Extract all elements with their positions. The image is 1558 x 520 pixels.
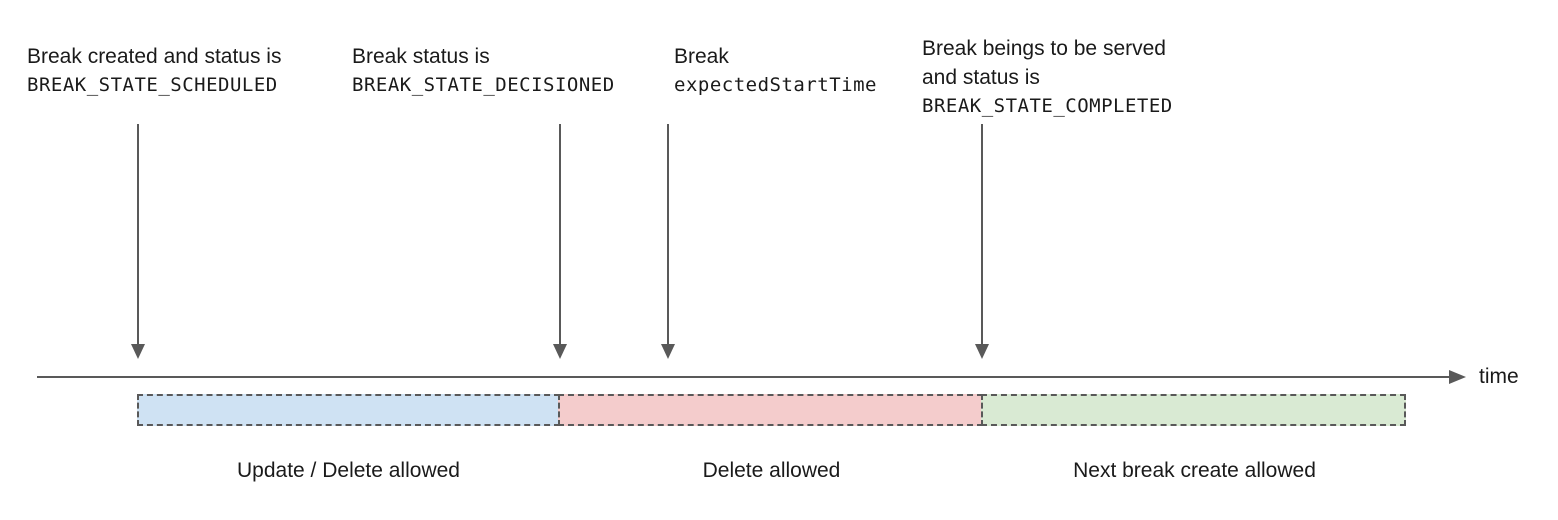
down-arrow-icon	[131, 124, 145, 359]
annotation-text: Break beings to be served	[922, 37, 1166, 60]
segment-update-delete-allowed	[137, 394, 560, 426]
annotation-code-text: BREAK_STATE_DECISIONED	[352, 74, 615, 96]
down-arrow-icon	[661, 124, 675, 359]
time-axis-arrow	[37, 370, 1466, 384]
annotation-text: and status is	[922, 66, 1040, 89]
annotation-expected-start-time: Break expectedStartTime	[674, 42, 877, 100]
annotation-text: Break status is	[352, 45, 490, 68]
annotation-text: Break	[674, 45, 729, 68]
annotation-text: Break created and status is	[27, 45, 282, 68]
annotation-break-decisioned: Break status is BREAK_STATE_DECISIONED	[352, 42, 615, 100]
segment-next-break-create-allowed	[981, 394, 1406, 426]
annotation-break-completed: Break beings to be served and status is …	[922, 34, 1173, 121]
down-arrow-icon	[553, 124, 567, 359]
segment-label-update-delete-allowed: Update / Delete allowed	[237, 459, 460, 482]
annotation-code-text: expectedStartTime	[674, 74, 877, 96]
annotation-code-text: BREAK_STATE_SCHEDULED	[27, 74, 278, 96]
down-arrow-icon	[975, 124, 989, 359]
time-axis-label: time	[1479, 365, 1519, 388]
annotation-code-text: BREAK_STATE_COMPLETED	[922, 95, 1173, 117]
segment-delete-allowed	[558, 394, 983, 426]
segment-label-delete-allowed: Delete allowed	[702, 459, 841, 482]
annotation-break-created: Break created and status is BREAK_STATE_…	[27, 42, 281, 100]
segment-label-next-break-create-allowed: Next break create allowed	[1073, 459, 1316, 482]
